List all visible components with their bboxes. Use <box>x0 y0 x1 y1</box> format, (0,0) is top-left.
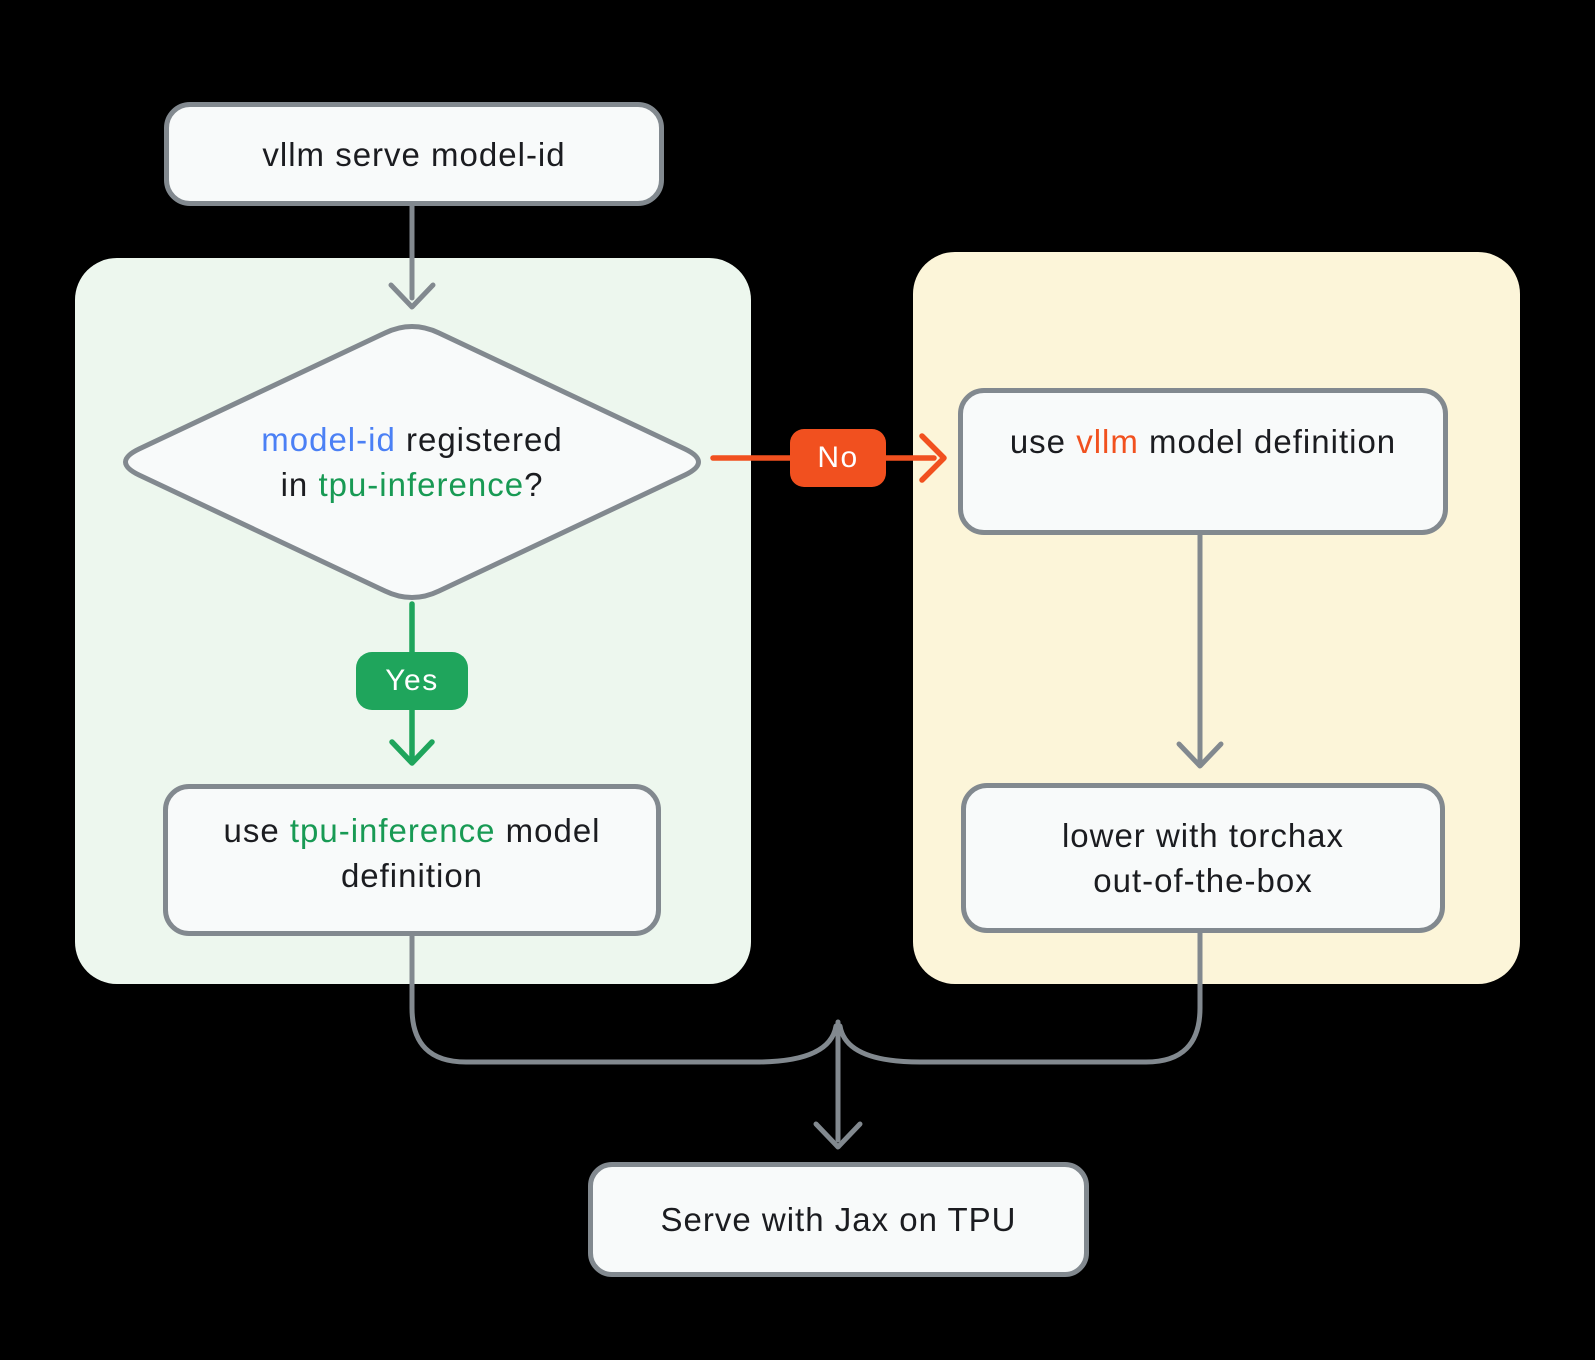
arrowhead-merge-icon <box>813 1121 863 1150</box>
merge-wire-right <box>837 930 1203 1065</box>
torchax-line-2: out-of-the-box <box>1093 862 1313 899</box>
decision-diamond-shape <box>123 324 701 600</box>
tpu-inference-model-line-1: use tpu-inference model <box>223 812 601 849</box>
arrowhead-yes-icon <box>389 739 435 766</box>
serve-node-label: Serve with Jax on TPU <box>660 1201 1017 1238</box>
start-node-label: vllm serve model-id <box>262 135 566 173</box>
torchax-lowering-node: lower with torchax out-of-the-box <box>961 783 1445 933</box>
yes-edge-label: Yes <box>356 652 468 710</box>
vllm-model-label: use vllm model definition <box>1009 423 1397 460</box>
no-edge-label: No <box>790 429 886 487</box>
arrowhead-start-to-decision-icon <box>388 282 436 310</box>
vllm-model-node: use vllm model definition <box>958 388 1448 535</box>
decision-node-label: model-id registered in tpu-inference? <box>112 408 712 516</box>
merge-wire-left <box>409 933 839 1065</box>
start-node: vllm serve model-id <box>164 102 664 206</box>
decision-line-1: model-id registered <box>261 421 563 458</box>
serve-node: Serve with Jax on TPU <box>588 1162 1089 1277</box>
arrowhead-vllm-to-torchax-icon <box>1176 741 1224 769</box>
tpu-inference-model-node: use tpu-inference model definition <box>163 784 661 936</box>
decision-line-2: in tpu-inference? <box>280 466 544 503</box>
torchax-line-1: lower with torchax <box>1061 817 1345 854</box>
tpu-inference-model-line-2: definition <box>340 857 484 894</box>
arrowhead-no-icon <box>919 433 947 483</box>
